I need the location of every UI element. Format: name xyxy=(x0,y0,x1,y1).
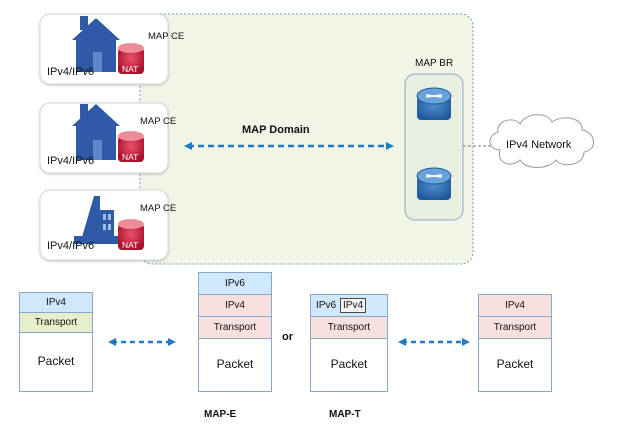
ce-node-3 xyxy=(39,189,169,261)
packet-layer: IPv4 xyxy=(20,293,92,313)
packet-layer-ipv4-embedded: IPv4 xyxy=(340,298,367,313)
packet-layer: IPv4 xyxy=(199,295,271,317)
packet-layer: Transport xyxy=(479,317,551,339)
nat-label: NAT xyxy=(122,152,139,162)
nat-label: NAT xyxy=(122,240,139,250)
ce-title: MAP CE xyxy=(140,116,177,127)
map-br-label: MAP BR xyxy=(415,58,454,69)
ce-title: MAP CE xyxy=(148,31,185,42)
map-domain-label: MAP Domain xyxy=(242,124,310,136)
nat-router-icon xyxy=(118,43,144,74)
map-br-panel xyxy=(404,73,464,221)
packet-layer-ipv6: IPv6 xyxy=(316,300,337,311)
packet-layer: Transport xyxy=(199,317,271,339)
ce-subtitle: IPv4/IPv6 xyxy=(47,66,95,78)
nat-router-icon xyxy=(118,219,144,250)
packet-layer: IPv6 IPv4 xyxy=(311,295,387,317)
house-icon xyxy=(72,16,120,72)
ce-node-1 xyxy=(39,13,169,85)
packet-payload: Packet xyxy=(330,357,368,371)
ce-subtitle: IPv4/IPv6 xyxy=(47,155,95,167)
packet-layer: Transport xyxy=(311,317,387,339)
packet-payload: Packet xyxy=(496,357,534,371)
office-building-icon xyxy=(74,196,120,244)
ce-title: MAP CE xyxy=(140,203,177,214)
ce-subtitle: IPv4/IPv6 xyxy=(47,240,95,252)
packet-stack-map-t: IPv6 IPv4 Transport Packet xyxy=(310,294,388,392)
map-t-caption: MAP-T xyxy=(329,409,361,420)
packet-payload: Packet xyxy=(216,357,254,371)
packet-stack-right: IPv4 Transport Packet xyxy=(478,294,552,392)
packet-layer: Transport xyxy=(20,313,92,333)
nat-label: NAT xyxy=(122,64,139,74)
cloud-icon xyxy=(489,114,594,168)
packet-stack-left: IPv4 Transport Packet xyxy=(19,292,93,392)
packet-stack-map-e: IPv6 IPv4 Transport Packet xyxy=(198,272,272,392)
house-icon xyxy=(72,104,120,160)
nat-router-icon xyxy=(118,131,144,162)
or-label: or xyxy=(282,331,293,343)
router-icon xyxy=(416,167,452,200)
packet-layer: IPv4 xyxy=(479,295,551,317)
packet-payload: Packet xyxy=(37,354,75,368)
map-e-caption: MAP-E xyxy=(204,409,237,420)
router-icon xyxy=(416,87,452,120)
packet-layer: IPv6 xyxy=(199,273,271,295)
ce-node-2 xyxy=(39,102,169,174)
ipv4-network-label: IPv4 Network xyxy=(506,139,572,151)
